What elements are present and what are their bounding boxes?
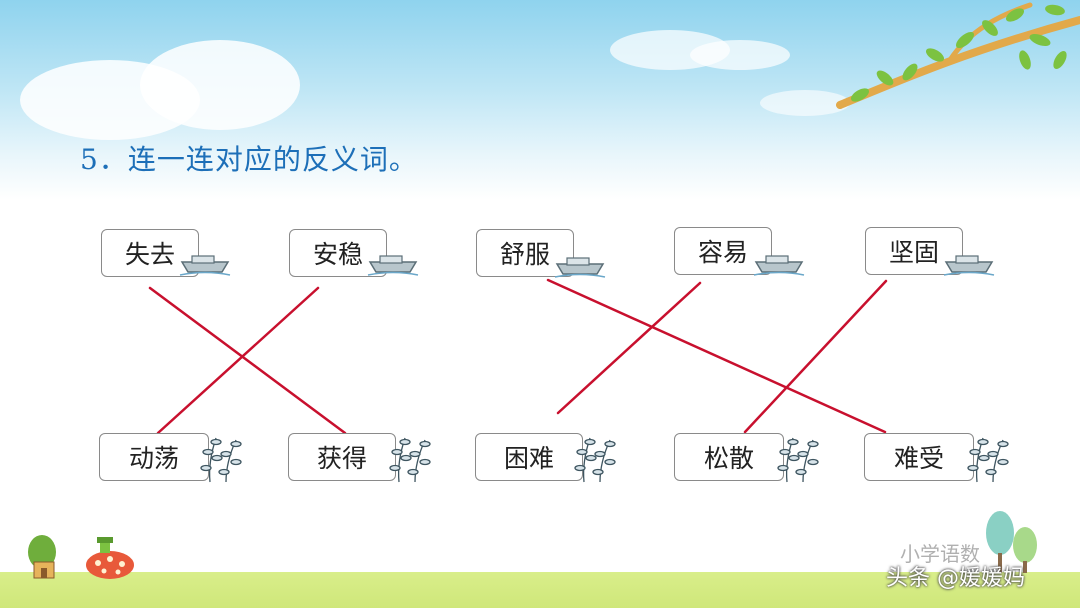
credit-watermark: 头条 @媛媛妈	[886, 566, 1025, 591]
top-word-box[interactable]: 容易	[674, 227, 772, 275]
match-line	[546, 278, 887, 434]
boat-icon	[943, 255, 995, 276]
bottom-word-box[interactable]: 难受	[864, 433, 974, 481]
boat-icon	[554, 257, 606, 278]
cloud	[140, 40, 300, 130]
bottom-word-box[interactable]: 困难	[475, 433, 583, 481]
bottom-word-box[interactable]: 松散	[674, 433, 784, 481]
faded-watermark: 小学语数	[900, 542, 980, 566]
grass-sprig-icon	[574, 437, 616, 483]
boat-icon	[179, 255, 231, 276]
exercise-title: 5．连一连对应的反义词。	[80, 143, 418, 176]
grass-sprig-icon	[389, 437, 431, 483]
ladybug-icon	[86, 537, 134, 579]
match-line	[743, 279, 888, 434]
match-line	[156, 286, 320, 435]
boat-icon	[367, 255, 419, 276]
cloud	[760, 90, 850, 116]
top-word-box[interactable]: 失去	[101, 229, 199, 277]
match-line	[148, 286, 347, 435]
tree-branch-decoration	[836, 2, 1080, 109]
top-word-box[interactable]: 安稳	[289, 229, 387, 277]
top-word-box[interactable]: 坚固	[865, 227, 963, 275]
trees-decoration	[986, 511, 1037, 573]
boat-icon	[753, 255, 805, 276]
grass-sprig-icon	[967, 437, 1009, 483]
grass-ground	[0, 572, 1080, 608]
bottom-word-box[interactable]: 获得	[288, 433, 396, 481]
match-line	[556, 281, 702, 415]
grass-sprig-icon	[200, 437, 242, 483]
grass-sprig-icon	[777, 437, 819, 483]
top-word-box[interactable]: 舒服	[476, 229, 574, 277]
cloud	[690, 40, 790, 70]
house-tree-decoration	[28, 535, 56, 579]
bottom-word-box[interactable]: 动荡	[99, 433, 209, 481]
